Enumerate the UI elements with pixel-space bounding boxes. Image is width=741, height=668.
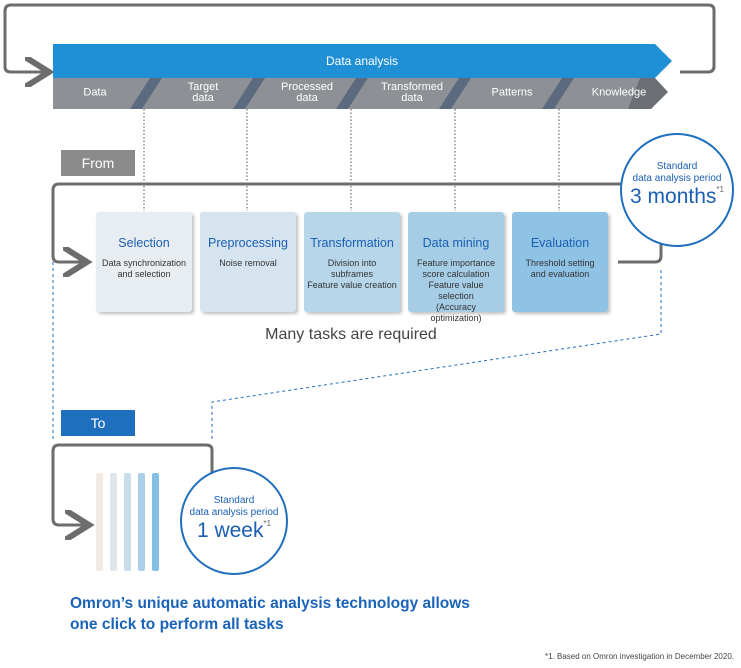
data-analysis-bar <box>53 44 672 78</box>
task-card-selection: Selection Data synchronization and selec… <box>96 212 192 312</box>
task-name: Data mining <box>422 236 490 250</box>
period-label: Standard data analysis period <box>632 161 722 184</box>
task-name: Evaluation <box>530 236 590 250</box>
stage-label-data: Data <box>83 86 107 99</box>
to-loop-arrow <box>51 443 214 525</box>
task-card-preprocessing: Preprocessing Noise removal <box>200 212 296 312</box>
stage-connectors <box>143 109 560 211</box>
period-label: Standard data analysis period <box>189 495 279 518</box>
from-tag: From <box>61 150 135 176</box>
period-circle-3-months: Standard data analysis period 3 months*1 <box>620 133 734 247</box>
stage-label-transformed-data: Transformed data <box>381 81 443 104</box>
task-card-evaluation: Evaluation Threshold setting and evaluat… <box>512 212 608 312</box>
to-tag: To <box>61 410 135 436</box>
stage-label-knowledge: Knowledge <box>591 86 647 99</box>
zoom-lines <box>52 262 662 440</box>
period-value: 3 months <box>630 185 717 208</box>
data-analysis-title: Data analysis <box>325 54 399 68</box>
task-name: Transformation <box>310 236 394 250</box>
task-desc: Noise removal <box>219 258 277 268</box>
stage-label-patterns: Patterns <box>491 86 533 99</box>
task-desc: Feature importance score calculation Fea… <box>416 258 496 323</box>
task-desc: Threshold setting and evaluation <box>525 258 595 279</box>
period-circle-1-week: Standard data analysis period 1 week*1 <box>180 467 288 575</box>
stage-label-target-data: Target data <box>187 81 219 104</box>
task-card-data-mining: Data mining Feature importance score cal… <box>408 212 504 323</box>
headline: Omron’s unique automatic analysis techno… <box>70 595 470 633</box>
task-card-transformation: Transformation Division into subframes F… <box>304 212 400 312</box>
many-tasks-caption: Many tasks are required <box>265 326 437 343</box>
period-value: 1 week <box>196 519 264 542</box>
period-note: *1 <box>716 185 724 194</box>
from-loop-arrow <box>51 182 663 262</box>
task-desc: Data synchronization and selection <box>101 258 187 279</box>
footnote: *1. Based on Omron investigation in Dece… <box>545 652 734 661</box>
compressed-task-strips <box>96 473 159 571</box>
period-note: *1 <box>263 519 272 528</box>
stage-label-processed-data: Processed data <box>281 81 333 104</box>
stage-band <box>53 78 668 109</box>
task-desc: Division into subframes Feature value cr… <box>307 258 397 290</box>
task-name: Selection <box>118 236 170 250</box>
task-name: Preprocessing <box>208 236 288 250</box>
top-loop-arrow <box>3 3 716 72</box>
